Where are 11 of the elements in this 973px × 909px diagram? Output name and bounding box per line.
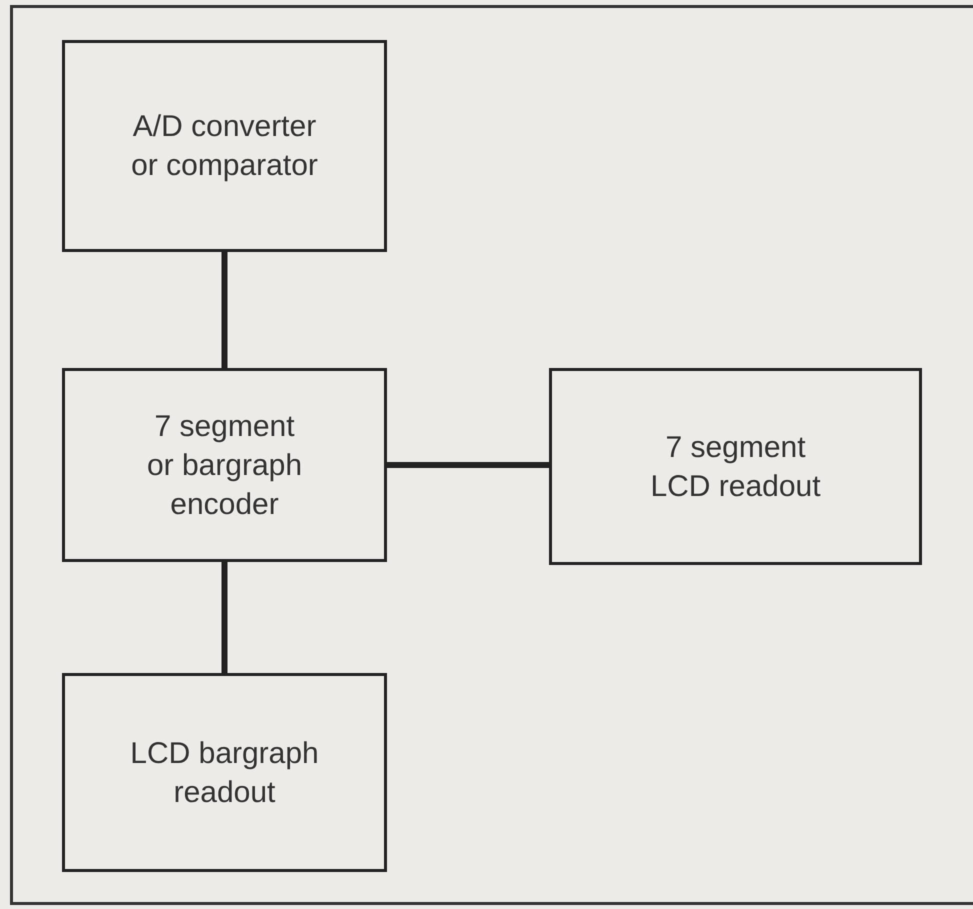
- process-box: [62, 673, 387, 872]
- connector-line: [387, 462, 549, 468]
- connector-line: [222, 562, 228, 673]
- box-label: 7 segment or bargraph encoder: [146, 408, 304, 522]
- process-box: [62, 40, 387, 252]
- process-box: [62, 368, 387, 562]
- box-label: A/D converter or comparator: [130, 109, 319, 184]
- connector-line: [222, 252, 228, 368]
- process-box: [549, 368, 922, 565]
- box-label: LCD bargraph readout: [129, 736, 320, 810]
- box-label: 7 segment LCD readout: [649, 430, 822, 504]
